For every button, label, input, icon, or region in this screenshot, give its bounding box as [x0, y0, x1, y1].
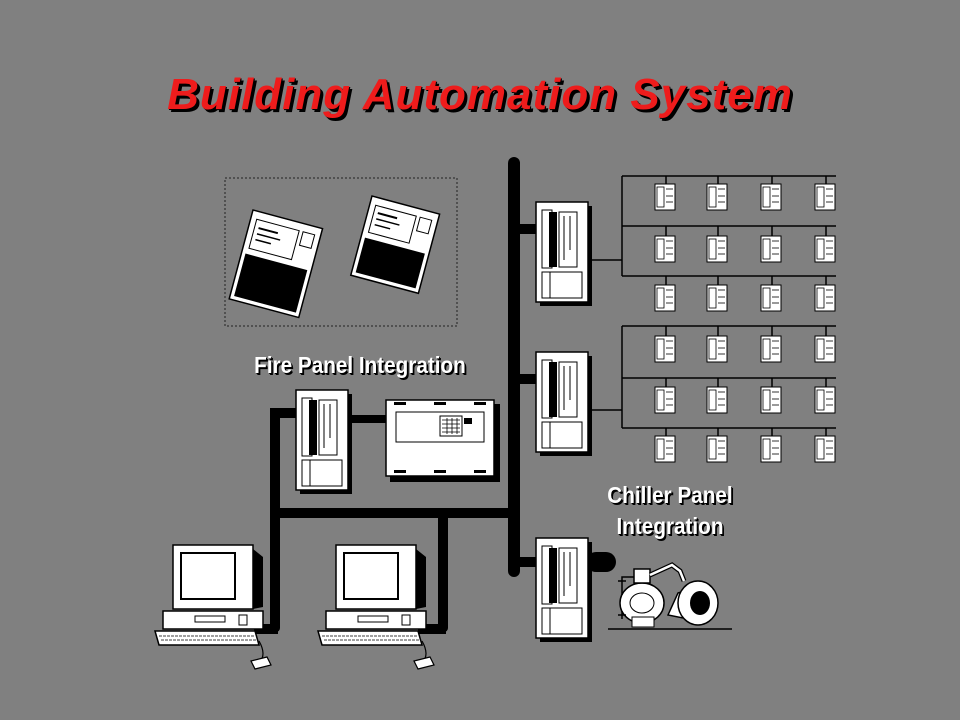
- vav-controller: [706, 235, 728, 263]
- vav-controller: [654, 284, 676, 312]
- vav-controller: [760, 386, 782, 414]
- vav-controller: [814, 335, 836, 363]
- vav-controller: [706, 335, 728, 363]
- fire-alarm-control-panel: [385, 399, 500, 482]
- vav-controller: [654, 183, 676, 211]
- fire-panel-group-box: [224, 177, 458, 327]
- vav-controller: [654, 335, 676, 363]
- chiller-equipment: [608, 562, 732, 630]
- network-bus: [254, 157, 616, 634]
- chiller-panel-label: Chiller Panel Integration: [571, 480, 769, 542]
- vav-network-lower: [588, 325, 836, 436]
- vav-controller: [654, 386, 676, 414]
- workstation-computer: [154, 544, 272, 670]
- vav-controller: [814, 183, 836, 211]
- vav-controller: [814, 284, 836, 312]
- controller-panel: [295, 389, 353, 495]
- vav-controller: [760, 235, 782, 263]
- vav-controller: [760, 284, 782, 312]
- vav-controller: [706, 183, 728, 211]
- chiller-label-line1: Chiller Panel: [607, 482, 733, 508]
- fire-panel-device: [349, 195, 441, 295]
- chiller-label-line2: Integration: [616, 513, 724, 539]
- controller-panel: [535, 351, 593, 457]
- controller-panel: [535, 201, 593, 307]
- vav-controller: [654, 435, 676, 463]
- vav-controller: [814, 386, 836, 414]
- vav-controller: [760, 183, 782, 211]
- vav-controller: [706, 435, 728, 463]
- vav-controller: [814, 235, 836, 263]
- vav-controller: [706, 386, 728, 414]
- vav-network-upper: [588, 175, 836, 285]
- diagram-title: Building Automation System: [167, 70, 793, 119]
- fire-panel-device: [228, 209, 324, 319]
- workstation-computer: [317, 544, 435, 670]
- vav-controller: [760, 335, 782, 363]
- vav-controller: [706, 284, 728, 312]
- fire-panel-label: Fire Panel Integration: [254, 352, 466, 378]
- vav-controller: [654, 235, 676, 263]
- controller-panel: [535, 537, 593, 643]
- vav-controller: [760, 435, 782, 463]
- vav-controller: [814, 435, 836, 463]
